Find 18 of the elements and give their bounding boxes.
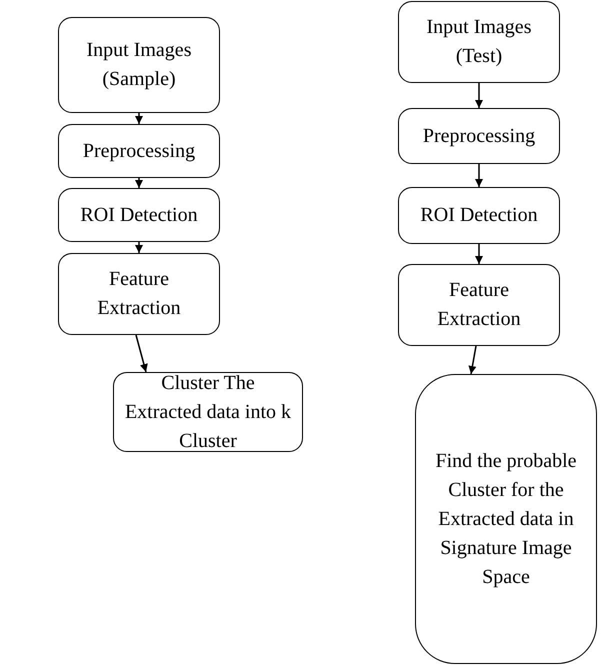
process-box: Feature Extraction [58,253,220,335]
arrow [475,83,483,108]
arrow [135,178,143,188]
process-box: Cluster The Extracted data into k Cluster [113,372,303,452]
arrow [468,346,477,374]
process-box: Feature Extraction [398,264,560,346]
process-box: Input Images (Test) [398,1,560,83]
arrow [475,244,483,264]
process-box: ROI Detection [58,188,220,242]
process-box: Input Images (Sample) [58,17,220,113]
arrow [135,113,143,124]
process-box: Preprocessing [58,124,220,178]
process-box: Preprocessing [398,108,560,164]
arrow [475,164,483,187]
process-box: ROI Detection [398,187,560,244]
arrow [135,242,143,253]
arrow [135,334,148,372]
process-box: Find the probable Cluster for the Extracted data in Signature Image Space [415,374,597,664]
